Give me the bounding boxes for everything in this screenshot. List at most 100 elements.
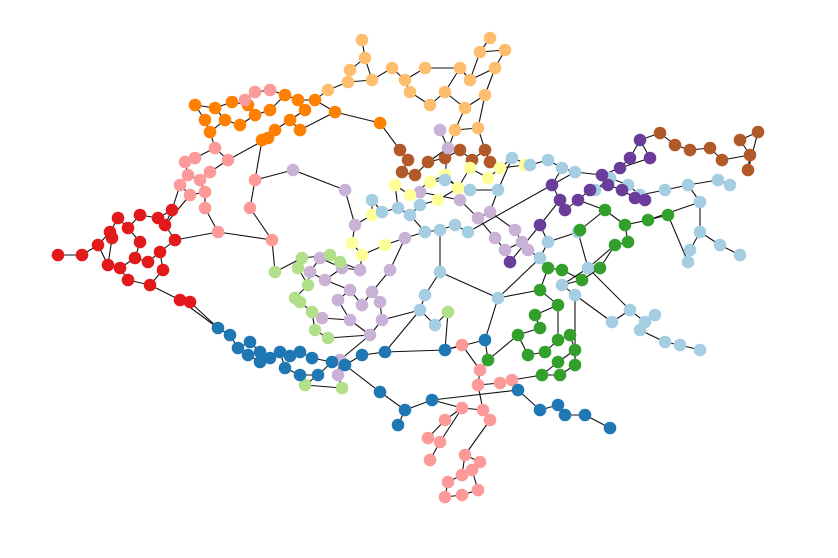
graph-node-light-orange (358, 51, 372, 65)
graph-edge (464, 419, 491, 456)
graph-node-red (128, 251, 142, 265)
graph-edge (327, 334, 371, 339)
graph-edge (647, 201, 701, 221)
graph-node-green (551, 298, 565, 312)
graph-node-green (608, 238, 622, 252)
graph-node-orange (261, 131, 275, 145)
graph-node-light-purple (343, 283, 357, 297)
graph-node-light-purple (413, 185, 427, 199)
graph-node-brown (751, 125, 765, 139)
graph-edge (587, 267, 631, 311)
graph-node-purple (623, 151, 637, 165)
graph-node-light-orange (453, 61, 467, 75)
graph-node-green (573, 223, 587, 237)
graph-node-green (533, 321, 547, 335)
graph-node-red (101, 258, 115, 272)
graph-node-light-orange (478, 88, 492, 102)
graph-node-light-blue (693, 195, 707, 209)
graph-node-light-blue (491, 291, 505, 305)
graph-node-blue (325, 355, 339, 369)
graph-node-pink (263, 83, 277, 97)
graph-node-light-green (321, 331, 335, 345)
graph-node-green (598, 203, 612, 217)
graph-node-blue (278, 361, 292, 375)
graph-node-light-blue (433, 223, 447, 237)
graph-node-brown (741, 163, 755, 177)
graph-node-brown (483, 155, 497, 169)
graph-edge (189, 301, 219, 329)
graph-node-pink (473, 363, 487, 377)
graph-node-light-orange (488, 61, 502, 75)
graph-node-purple (571, 193, 585, 207)
graph-node-pink (193, 173, 207, 187)
graph-node-blue (391, 418, 405, 432)
graph-node-purple (545, 178, 559, 192)
graph-node-purple (601, 178, 615, 192)
graph-node-orange (203, 125, 217, 139)
graph-node-brown (438, 151, 452, 165)
graph-node-green (538, 345, 552, 359)
graph-node-pink (471, 483, 485, 497)
graph-node-brown (421, 155, 435, 169)
graph-node-light-purple (453, 193, 467, 207)
graph-node-brown (668, 138, 682, 152)
graph-node-light-blue (365, 193, 379, 207)
graph-node-light-blue (693, 225, 707, 239)
graph-node-light-orange (483, 31, 497, 45)
graph-node-light-purple (508, 223, 522, 237)
graph-node-light-blue (623, 303, 637, 317)
graph-node-pink (248, 173, 262, 187)
graph-node-blue (211, 321, 225, 335)
graph-node-red (91, 238, 105, 252)
graph-node-red (105, 231, 119, 245)
graph-node-pink (471, 378, 485, 392)
graph-node-blue (253, 355, 267, 369)
graph-node-pink (476, 403, 490, 417)
graph-node-light-purple (521, 243, 535, 257)
graph-node-pink (465, 463, 479, 477)
graph-edge (344, 364, 381, 393)
graph-node-green (618, 218, 632, 232)
graph-node-blue (263, 351, 277, 365)
graph-node-light-purple (353, 263, 367, 277)
graph-node-yellow (431, 193, 445, 207)
graph-node-pink (423, 453, 437, 467)
graph-node-light-purple (383, 263, 397, 277)
graph-node-light-blue (568, 165, 582, 179)
graph-node-light-blue (375, 205, 389, 219)
graph-node-light-blue (391, 201, 405, 215)
graph-node-pink (455, 468, 469, 482)
graph-node-blue (253, 345, 267, 359)
graph-node-brown (653, 126, 667, 140)
graph-node-yellow (365, 208, 379, 222)
graph-node-light-blue (633, 323, 647, 337)
graph-node-brown (401, 153, 415, 167)
graph-edge (249, 207, 273, 241)
graph-node-light-purple (343, 313, 357, 327)
graph-node-purple (613, 161, 627, 175)
graph-node-pink (188, 151, 202, 165)
graph-node-light-purple (498, 243, 512, 257)
graph-node-purple (595, 168, 609, 182)
graph-node-pink (183, 188, 197, 202)
graph-node-light-purple (483, 205, 497, 219)
graph-node-light-orange (471, 121, 485, 135)
graph-node-light-blue (555, 161, 569, 175)
graph-node-light-blue (683, 243, 697, 257)
graph-node-blue (551, 398, 565, 412)
graph-node-light-blue (673, 338, 687, 352)
graph-node-red (165, 203, 179, 217)
graph-node-pink (483, 413, 497, 427)
graph-node-light-orange (343, 63, 357, 77)
graph-node-purple (628, 191, 642, 205)
graph-node-yellow (463, 161, 477, 175)
graph-node-light-blue (461, 225, 475, 239)
graph-node-purple (533, 218, 547, 232)
graph-node-light-blue (648, 308, 662, 322)
graph-node-light-orange (355, 33, 369, 47)
graph-edge (381, 309, 421, 321)
graph-node-green (521, 348, 535, 362)
graph-node-light-green (298, 378, 312, 392)
graph-node-light-blue (433, 265, 447, 279)
